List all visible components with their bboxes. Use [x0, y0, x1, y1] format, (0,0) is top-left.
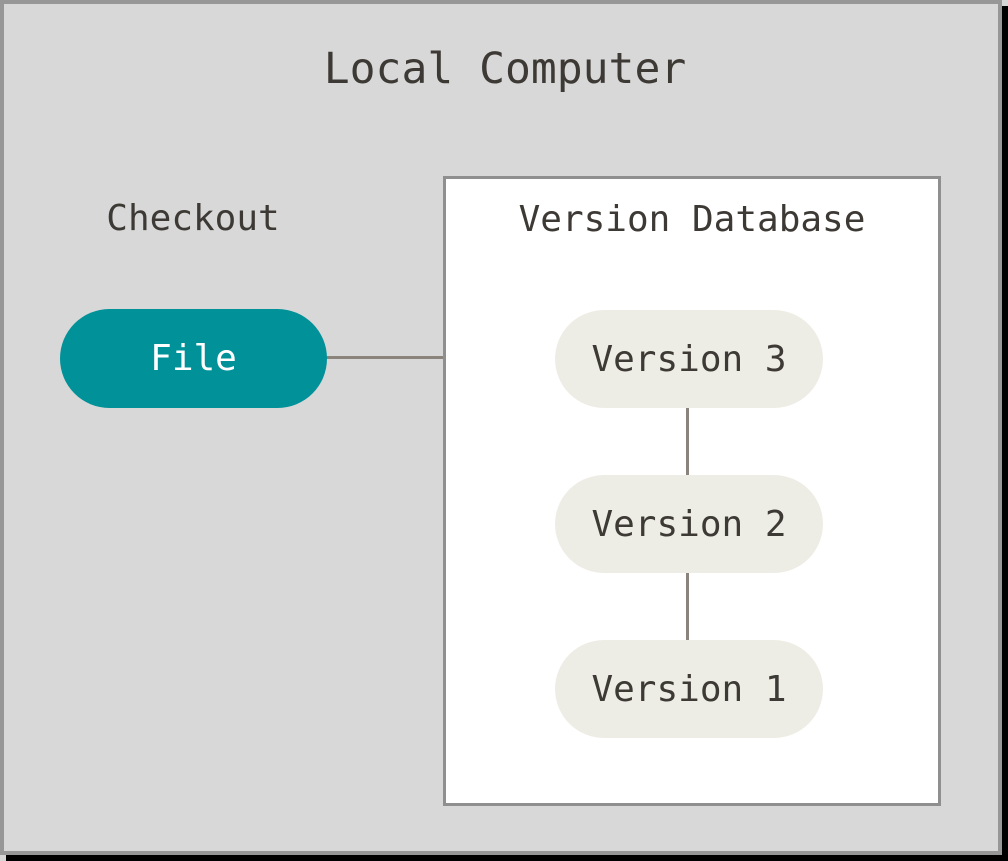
version2-node: Version 2: [555, 475, 823, 573]
file-node: File: [60, 309, 327, 408]
connector-version2-to-version1: [686, 571, 689, 642]
local-computer-title: Local Computer: [4, 46, 1006, 93]
checkout-label: Checkout: [43, 199, 343, 239]
connector-version3-to-version2: [686, 406, 689, 477]
version-database-title: Version Database: [446, 200, 938, 240]
version1-node: Version 1: [555, 640, 823, 738]
version3-node: Version 3: [555, 310, 823, 408]
